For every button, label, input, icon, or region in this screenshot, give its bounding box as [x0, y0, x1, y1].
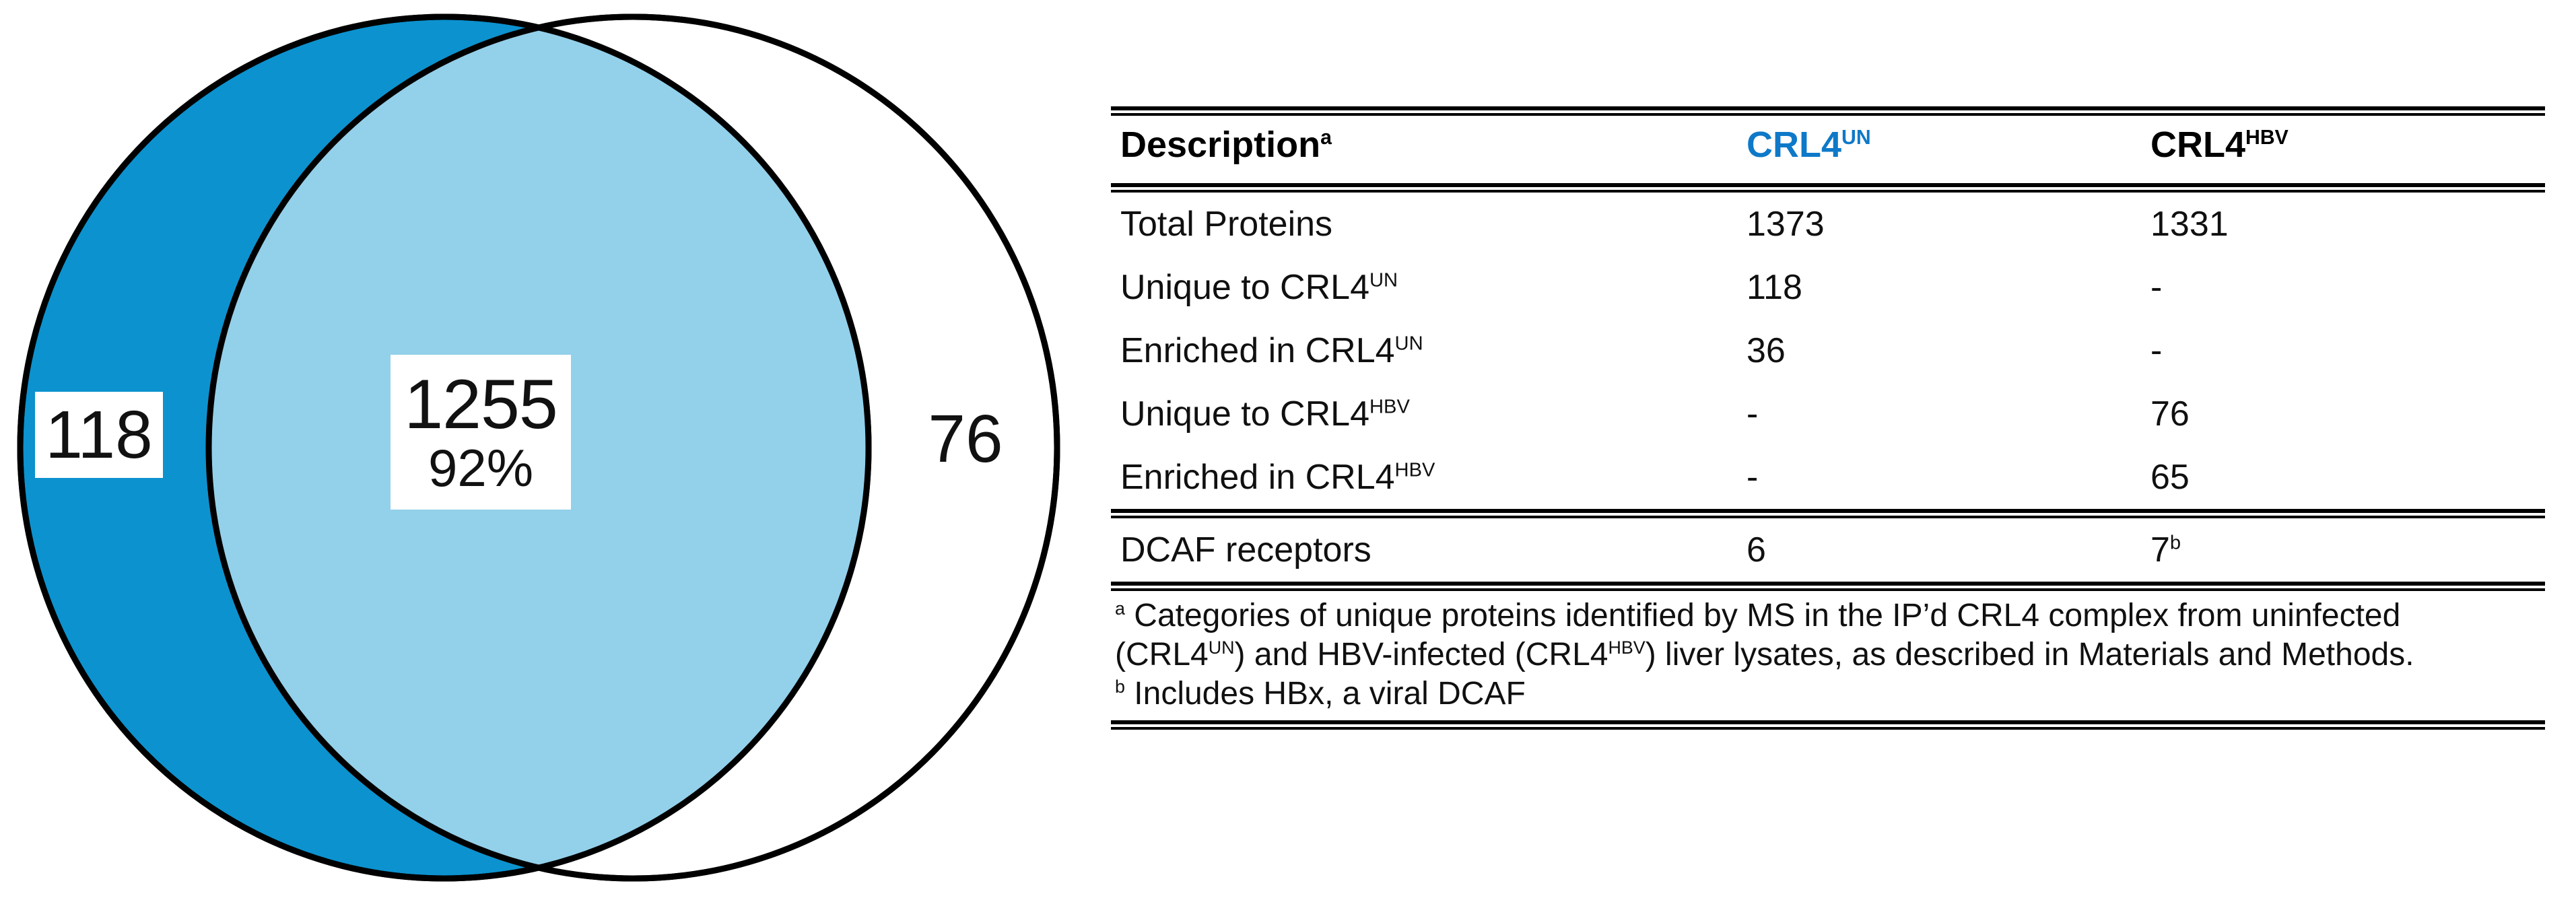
table-rule-before-summary	[1111, 509, 2545, 518]
column-header-description-text: Description	[1120, 125, 1321, 165]
row-label-text: Enriched in CRL4	[1120, 458, 1395, 497]
row-value-crl4un: -	[1737, 446, 2141, 509]
row-value-crl4un: 118	[1737, 256, 2141, 319]
row-label: Total Proteins	[1111, 193, 1737, 256]
row-value-crl4un: 1373	[1737, 193, 2141, 256]
column-header-crl4hbv-sup: HBV	[2245, 127, 2289, 149]
footnote-b: b Includes HBx, a viral DCAF	[1115, 674, 2462, 714]
row-value-crl4un: -	[1737, 382, 2141, 446]
column-header-crl4hbv-base: CRL4	[2150, 125, 2246, 165]
table-row: DCAF receptors 6 7b	[1111, 518, 2545, 582]
row-label-sup: UN	[1394, 333, 1423, 355]
footnote-a-sup2: HBV	[1608, 637, 1646, 658]
row-label-text: Total Proteins	[1120, 205, 1333, 244]
column-header-crl4hbv: CRL4HBV	[2141, 116, 2545, 183]
summary-row-hbv: 7b	[2141, 518, 2545, 582]
footnote-a: a Categories of unique proteins identifi…	[1115, 596, 2462, 674]
row-value-crl4un-text: 36	[1747, 331, 1786, 370]
summary-row-un-value: 6	[1747, 530, 1766, 569]
table-header-section: Descriptiona CRL4UN CRL4HBV	[1111, 116, 2545, 183]
venn-circle-right-outline	[205, 13, 1060, 882]
footnote-a-part1: Categories of unique proteins identified…	[1115, 598, 2401, 673]
venn-label-right-unique: 76	[908, 401, 1023, 477]
row-value-crl4hbv-text: 1331	[2150, 205, 2229, 244]
row-label: Enriched in CRL4HBV	[1111, 446, 1737, 509]
row-value-crl4un-text: -	[1747, 458, 1759, 497]
venn-intersection-percent: 92%	[428, 438, 534, 498]
venn-diagram: 118 1255 92% 76	[0, 0, 1077, 900]
summary-row-hbv-value: 7	[2150, 530, 2170, 569]
row-value-crl4hbv-text: -	[2150, 268, 2163, 307]
venn-circle-left-outline	[17, 13, 872, 882]
table-row: Total Proteins 1373 1331	[1111, 193, 2545, 256]
table-rule-header-bottom	[1111, 183, 2545, 193]
row-label: Unique to CRL4UN	[1111, 256, 1737, 319]
footnote-a-part3: ) liver lysates, as described in Materia…	[1645, 637, 2414, 673]
row-label-sup: UN	[1369, 269, 1398, 291]
footnote-b-text: Includes HBx, a viral DCAF	[1124, 676, 1526, 712]
row-value-crl4hbv: -	[2141, 256, 2545, 319]
row-label: Enriched in CRL4UN	[1111, 319, 1737, 382]
footnote-b-marker: b	[1115, 677, 1125, 697]
table-summary-section: DCAF receptors 6 7b	[1111, 518, 2545, 582]
row-value-crl4un-text: 118	[1747, 268, 1802, 307]
venn-intersection-count: 1255	[404, 366, 557, 444]
column-header-crl4un: CRL4UN	[1737, 116, 2141, 183]
table-footnotes: a Categories of unique proteins identifi…	[1111, 591, 2462, 720]
row-label: Unique to CRL4HBV	[1111, 382, 1737, 446]
row-value-crl4hbv: 1331	[2141, 193, 2545, 256]
footnote-a-sup1: UN	[1208, 637, 1235, 658]
row-value-crl4hbv-text: 76	[2150, 394, 2190, 434]
footnote-a-part2: ) and HBV-infected (CRL4	[1234, 637, 1608, 673]
row-value-crl4hbv-text: -	[2150, 331, 2163, 370]
row-value-crl4hbv: 65	[2141, 446, 2545, 509]
column-header-crl4un-base: CRL4	[1747, 125, 1842, 165]
row-label-sup: HBV	[1394, 459, 1435, 481]
venn-label-intersection: 1255 92%	[391, 355, 571, 510]
column-header-description: Descriptiona	[1111, 116, 1737, 183]
row-value-crl4hbv-text: 65	[2150, 458, 2190, 497]
row-value-crl4un: 36	[1737, 319, 2141, 382]
table-row: Unique to CRL4UN 118 -	[1111, 256, 2545, 319]
venn-left-count: 118	[45, 397, 153, 473]
summary-table: Descriptiona CRL4UN CRL4HBV Total Protei…	[1111, 106, 2545, 730]
table-rule-top	[1111, 106, 2545, 116]
table-row: Enriched in CRL4UN 36 -	[1111, 319, 2545, 382]
row-value-crl4hbv: 76	[2141, 382, 2545, 446]
venn-label-left-unique: 118	[35, 392, 163, 478]
row-label-text: Unique to CRL4	[1120, 394, 1369, 434]
table-rule-before-footnotes	[1111, 582, 2545, 591]
row-value-crl4un-text: 1373	[1747, 205, 1825, 244]
row-label-text: Unique to CRL4	[1120, 268, 1369, 307]
summary-row-label-base: DCAF receptors	[1120, 530, 1371, 569]
row-label-sup: HBV	[1369, 396, 1410, 418]
row-value-crl4hbv: -	[2141, 319, 2545, 382]
row-value-crl4un-text: -	[1747, 394, 1759, 434]
summary-row-hbv-sup: b	[2169, 532, 2181, 554]
row-label-text: Enriched in CRL4	[1120, 331, 1395, 370]
table-row: Enriched in CRL4HBV-65	[1111, 446, 2545, 509]
footnote-a-marker: a	[1115, 598, 1125, 619]
summary-row-label: DCAF receptors	[1111, 518, 1737, 582]
table-rule-bottom	[1111, 720, 2545, 730]
column-header-crl4un-sup: UN	[1841, 127, 1871, 149]
table-header-row: Descriptiona CRL4UN CRL4HBV	[1111, 116, 2545, 183]
venn-right-count: 76	[928, 401, 1003, 477]
column-header-description-sup: a	[1320, 127, 1332, 149]
table-row: Unique to CRL4HBV-76	[1111, 382, 2545, 446]
summary-row-un: 6	[1737, 518, 2141, 582]
